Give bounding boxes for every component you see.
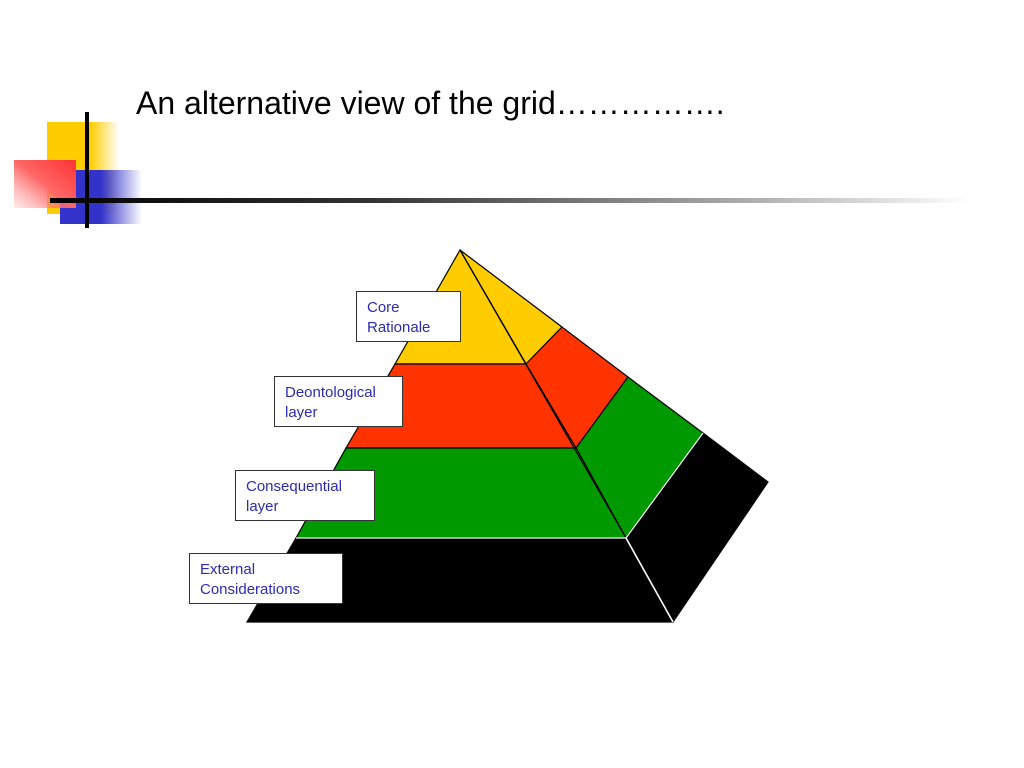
decor-vertical-bar bbox=[85, 112, 89, 228]
title-underline bbox=[50, 198, 970, 203]
pyramid-ridge-edge bbox=[459, 249, 627, 539]
label-core-rationale: Core Rationale bbox=[356, 291, 461, 342]
pyramid-ridge-edge-base bbox=[625, 537, 674, 623]
pyramid-side-divider-base bbox=[625, 432, 704, 539]
label-consequential-layer: Consequential layer bbox=[235, 470, 375, 521]
label-external-considerations: External Considerations bbox=[189, 553, 343, 604]
slide-title: An alternative view of the grid……………. bbox=[136, 85, 725, 121]
label-deontological-layer: Deontological layer bbox=[274, 376, 403, 427]
